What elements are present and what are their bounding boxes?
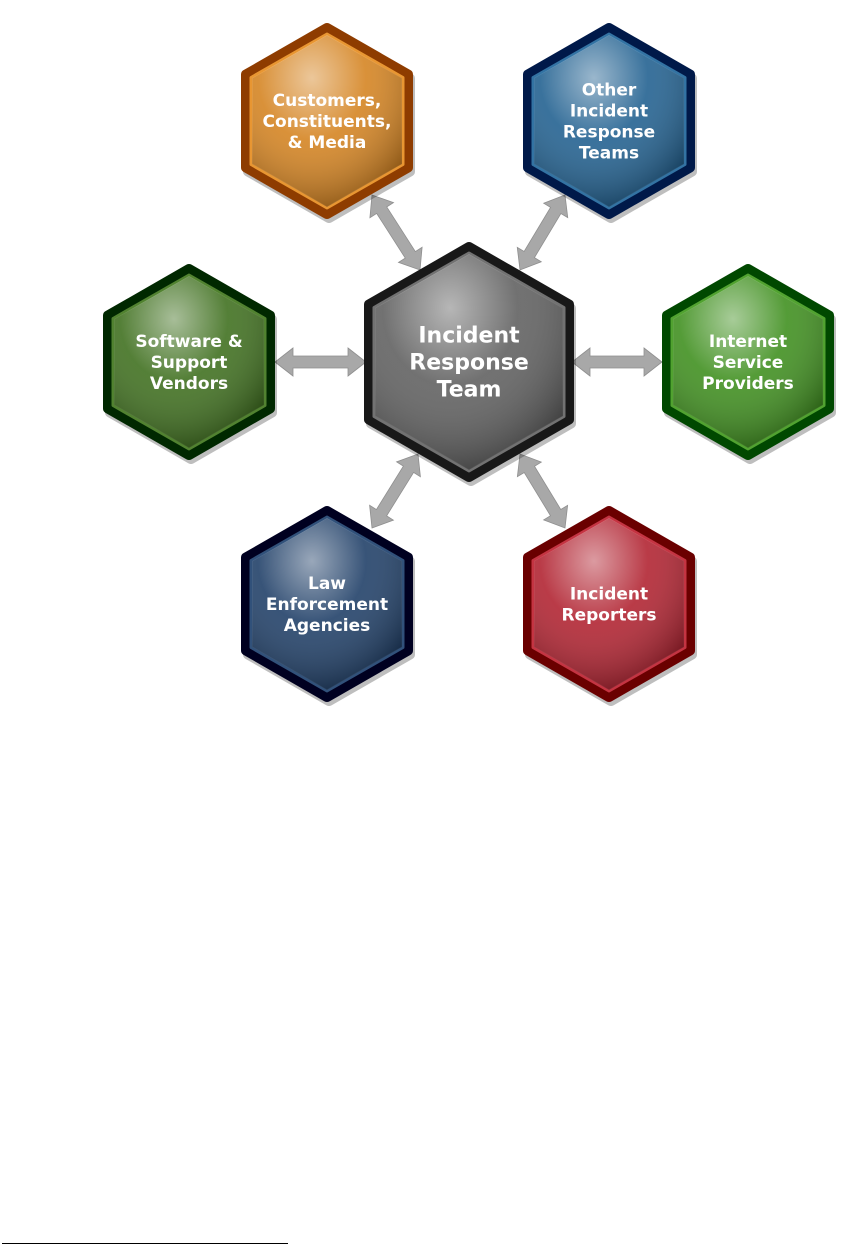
hexagon-nodes: IncidentResponseTeamCustomers,Constituen…: [103, 23, 836, 706]
hexagon-other-irt-label-line: Other: [582, 80, 637, 100]
hexagon-customers: Customers,Constituents,& Media: [241, 23, 415, 223]
arrow-other-irt: [516, 194, 569, 271]
hexagon-isp-label-line: Service: [713, 353, 784, 373]
hexagon-incident-reporters-label-line: Incident: [570, 584, 648, 604]
arrow-software-vendors: [274, 347, 367, 377]
hexagon-isp-gloss: [673, 276, 823, 448]
hexagon-customers-label-line: Constituents,: [263, 112, 392, 132]
hexagon-customers-label-line: & Media: [288, 133, 367, 153]
hexagon-isp-label-line: Internet: [709, 332, 787, 352]
hexagon-software-vendors-label-line: Software &: [135, 332, 242, 352]
hexagon-other-irt-label-line: Response: [563, 122, 655, 142]
arrow-law-enforcement: [369, 453, 421, 529]
hexagon-software-vendors-gloss: [114, 276, 264, 448]
incident-response-diagram: IncidentResponseTeamCustomers,Constituen…: [103, 23, 836, 706]
hexagon-law-enforcement-label-line: Law: [308, 574, 346, 594]
hexagon-isp-label-line: Providers: [702, 374, 794, 394]
hexagon-customers-label-line: Customers,: [273, 91, 382, 111]
hexagon-law-enforcement-label-line: Enforcement: [266, 595, 388, 615]
connector-arrows: [274, 194, 663, 529]
hexagon-law-enforcement-gloss: [252, 518, 402, 690]
hexagon-incident-reporters-label-line: Reporters: [561, 605, 656, 625]
hexagon-software-vendors-label-line: Support: [151, 353, 228, 373]
arrow-incident-reporters: [516, 453, 569, 529]
center-hexagon-incident-response-team-gloss: [375, 254, 563, 470]
hexagon-other-irt-label-line: Teams: [579, 143, 639, 163]
arrow-customers: [369, 194, 423, 271]
center-hexagon-incident-response-team-label-line: Team: [437, 378, 502, 403]
hexagon-other-irt-label-line: Incident: [570, 101, 648, 121]
footnote-rule: [2, 1243, 288, 1244]
hexagon-incident-reporters-gloss: [534, 518, 684, 690]
center-hexagon-incident-response-team-label-line: Response: [409, 351, 529, 376]
hexagon-other-irt-gloss: [534, 35, 684, 207]
center-hexagon-incident-response-team-label-line: Incident: [418, 324, 520, 349]
hexagon-customers-gloss: [252, 35, 402, 207]
hexagon-software-vendors-label-line: Vendors: [150, 374, 228, 394]
arrow-isp: [571, 347, 663, 377]
hexagon-law-enforcement-label-line: Agencies: [284, 616, 371, 636]
